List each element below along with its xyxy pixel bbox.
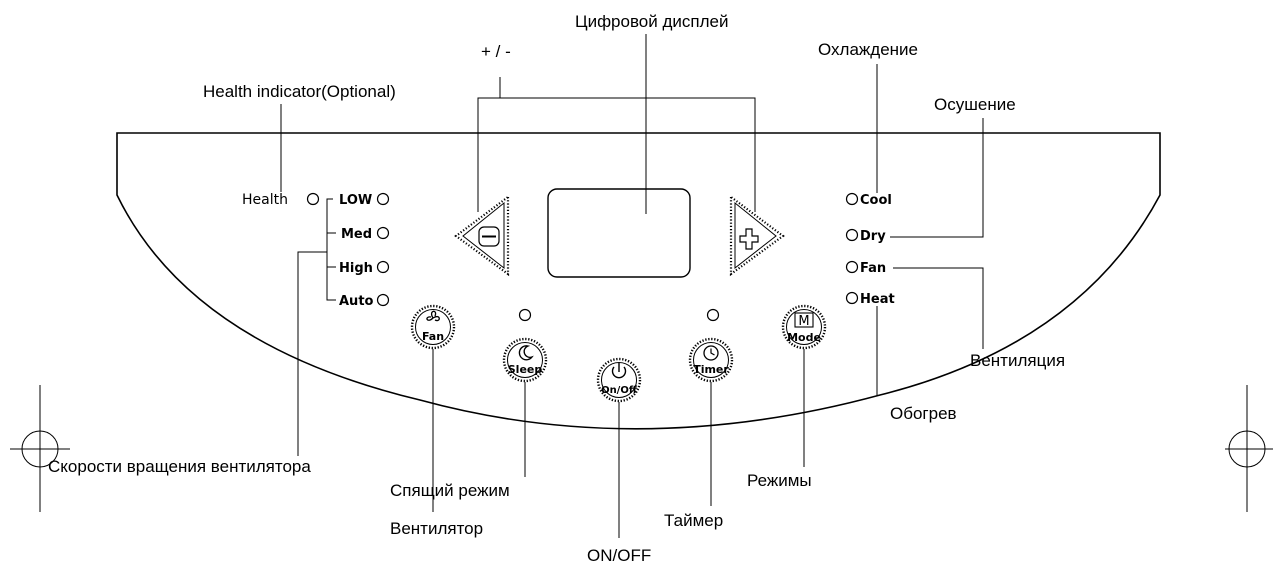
plus-icon xyxy=(739,228,759,250)
timer-button[interactable]: Timer xyxy=(688,337,734,383)
callout-timer: Таймер xyxy=(664,511,723,530)
fan-icon xyxy=(426,310,440,322)
moon-icon xyxy=(518,345,534,361)
mode-cool-led xyxy=(845,192,859,206)
callout-health-indicator: Health indicator(Optional) xyxy=(203,82,396,101)
callout-fan-speeds: Скорости вращения вентилятора xyxy=(48,457,311,476)
power-icon xyxy=(611,363,627,379)
callout-modes: Режимы xyxy=(747,471,812,490)
callout-fan: Вентилятор xyxy=(390,519,483,538)
speed-high-led xyxy=(376,260,390,274)
mode-heat-label: Heat xyxy=(860,292,895,307)
mode-dry-led xyxy=(845,228,859,242)
callout-sleep-mode: Спящий режим xyxy=(390,481,510,500)
svg-text:Fan: Fan xyxy=(422,330,444,343)
minus-icon xyxy=(478,226,500,247)
minus-button[interactable] xyxy=(454,194,510,277)
mode-icon: M xyxy=(794,312,814,329)
callout-digital-display: Цифровой дисплей xyxy=(575,12,728,31)
sleep-button[interactable]: Sleep xyxy=(502,337,548,383)
callout-on-off: ON/OFF xyxy=(587,546,651,565)
mode-button[interactable]: M Mode xyxy=(781,304,827,350)
plus-button[interactable] xyxy=(729,194,785,277)
speed-auto-led xyxy=(376,293,390,307)
registration-mark-right xyxy=(1225,385,1273,512)
svg-text:Timer: Timer xyxy=(693,363,729,376)
speed-auto-label: Auto xyxy=(339,294,374,309)
sleep-led xyxy=(518,308,532,322)
fan-button[interactable]: Fan xyxy=(410,304,456,350)
svg-text:M: M xyxy=(798,314,809,329)
health-led xyxy=(306,192,320,206)
speed-med-label: Med xyxy=(341,227,372,242)
mode-dry-label: Dry xyxy=(860,229,886,244)
mode-fan-led xyxy=(845,260,859,274)
mode-heat-led xyxy=(845,291,859,305)
speed-low-label: LOW xyxy=(339,193,372,208)
svg-text:Sleep: Sleep xyxy=(508,363,543,376)
callout-heating: Обогрев xyxy=(890,404,957,423)
callout-ventilation: Вентиляция xyxy=(970,351,1065,370)
speed-high-label: High xyxy=(339,261,373,276)
speed-low-led xyxy=(376,192,390,206)
speed-bracket xyxy=(326,198,336,301)
digital-display xyxy=(547,188,691,278)
panel-outline xyxy=(116,132,1161,430)
mode-fan-label: Fan xyxy=(860,261,886,276)
svg-text:Mode: Mode xyxy=(787,331,821,344)
leader-lines xyxy=(280,34,984,538)
mode-cool-label: Cool xyxy=(860,193,892,208)
callout-drying: Осушение xyxy=(934,95,1016,114)
timer-led xyxy=(706,308,720,322)
registration-mark-left xyxy=(10,385,70,512)
clock-icon xyxy=(703,345,719,361)
speed-med-led xyxy=(376,226,390,240)
callout-plus-minus: + / - xyxy=(481,42,511,61)
onoff-button[interactable]: On/Off xyxy=(596,357,642,403)
svg-text:On/Off: On/Off xyxy=(601,385,638,396)
callout-cooling: Охлаждение xyxy=(818,40,918,59)
health-label: Health xyxy=(242,192,288,208)
